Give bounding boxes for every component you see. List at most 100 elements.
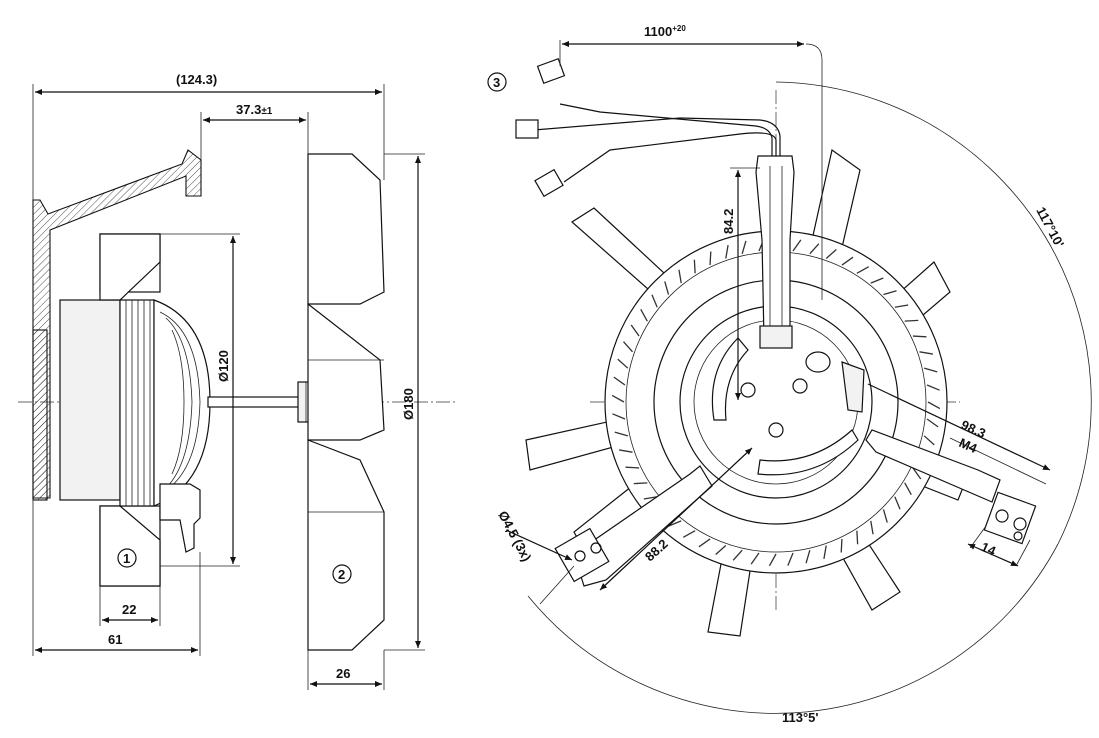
ring-slot — [912, 467, 922, 480]
label-angle-bottom: 113°5' — [782, 710, 819, 725]
ring-slot — [630, 324, 640, 337]
callout-cable-circle — [487, 72, 507, 92]
label-impeller-diameter: Ø180 — [401, 388, 416, 420]
dim-bracket-width — [967, 543, 1019, 567]
ring-slot — [725, 245, 729, 259]
front-view: 1100+20 3 84.2 117°10' 113°5' 98.3 M4 14… — [487, 24, 1092, 725]
ring-slot — [841, 256, 854, 266]
ring-slot — [611, 394, 625, 403]
ring-slot — [904, 319, 919, 322]
impeller-mid — [307, 302, 385, 441]
connector-2-icon — [515, 119, 539, 139]
dim-hole-diameter — [505, 529, 573, 561]
connector-1-icon — [536, 58, 566, 84]
screw-bottom-icon — [768, 422, 784, 438]
bracket-right-foot — [983, 491, 1037, 545]
ring-slot — [923, 435, 935, 446]
motor-winding-block — [119, 299, 155, 507]
ring-slot — [614, 431, 628, 437]
ring-slot — [805, 550, 811, 564]
ring-slot — [664, 281, 670, 295]
ring-slot — [823, 545, 827, 559]
ring-slot — [870, 520, 874, 535]
label-thread: M4 — [957, 435, 980, 456]
mounting-plate-lower — [32, 329, 48, 501]
ring-slot — [926, 384, 940, 391]
ring-slot — [651, 294, 658, 308]
label-motor-length: 61 — [108, 632, 122, 647]
motor-body-rear — [59, 299, 121, 501]
motor-lower-chamfer — [99, 505, 161, 587]
ring-slot — [894, 304, 909, 308]
ring-slot — [912, 335, 927, 338]
callout-motor: 1 — [123, 551, 130, 566]
ring-slot — [612, 413, 626, 420]
label-flange-width: 22 — [122, 602, 136, 617]
motor-cooling-ribs — [125, 300, 151, 506]
callout-impeller-circle — [332, 564, 352, 584]
label-cable-length: 1100+20 — [644, 24, 686, 39]
callout-motor-circle — [117, 548, 137, 568]
bracket-right — [865, 429, 1001, 503]
ring-slot — [787, 552, 794, 566]
ring-slot — [927, 401, 941, 410]
face-label-plate — [841, 361, 865, 413]
ring-slot — [623, 341, 634, 353]
ring-slot — [926, 418, 939, 428]
ring-slot — [768, 553, 777, 567]
ring-slot — [613, 376, 626, 386]
hole-right-2-icon — [1013, 517, 1027, 531]
face-hole-top — [805, 351, 831, 373]
hole-left-1-icon — [574, 550, 586, 562]
impeller-lower — [307, 439, 385, 651]
label-hub-offset: 37.3±1 — [236, 102, 273, 117]
arc-angle-right — [775, 81, 1092, 545]
ring-slot — [678, 269, 682, 284]
ring-slot — [617, 358, 629, 369]
arc-angle-bottom — [527, 543, 1059, 714]
label-angle-right: 117°10' — [1033, 204, 1067, 250]
hole-right-3-icon — [1013, 531, 1023, 541]
label-impeller-width: 26 — [336, 666, 350, 681]
cable-entry-block — [759, 325, 793, 349]
dim-arm-left — [599, 447, 753, 591]
ring-slot — [809, 243, 820, 255]
impeller-profile — [307, 153, 385, 305]
ring-slot — [856, 530, 859, 545]
ring-slot — [919, 351, 933, 355]
label-motor-diameter: Ø120 — [216, 350, 231, 382]
label-overall-length: (124.3) — [176, 72, 217, 87]
callout-impeller: 2 — [338, 567, 345, 582]
ring-slot — [924, 367, 938, 373]
hole-right-1-icon — [995, 509, 1009, 523]
ring-slot — [882, 509, 888, 523]
screw-left-icon — [740, 382, 756, 398]
ring-slot — [633, 482, 648, 485]
ring-slot — [883, 290, 897, 296]
face-slot-bottom — [757, 429, 859, 476]
dim-arm-right — [867, 383, 1051, 471]
label-center-to-clip: 84.2 — [721, 209, 736, 234]
ring-slot — [904, 482, 912, 496]
ring-slot — [792, 239, 802, 252]
mounting-plate — [32, 149, 202, 499]
connector-3-icon — [534, 168, 564, 198]
ring-slot — [693, 259, 696, 274]
label-bracket-width: 14 — [979, 539, 999, 559]
ring-slot — [709, 251, 712, 266]
lower-bracket — [159, 483, 201, 553]
ring-slot — [741, 240, 747, 254]
ring-slot — [640, 308, 648, 322]
ring-slot — [625, 466, 640, 469]
callout-cable: 3 — [493, 75, 500, 90]
motor-dome-ribs — [159, 311, 201, 495]
ring-slot — [870, 277, 884, 284]
label-hole-diameter: Ø4,5 (3x) — [495, 508, 534, 564]
ring-slot — [750, 552, 760, 565]
side-view: (124.3) 37.3±1 Ø120 Ø180 22 61 26 1 — [18, 72, 455, 690]
ring-slot — [856, 266, 870, 274]
ring-slot — [894, 496, 901, 510]
cable-harness — [515, 58, 781, 198]
ring-slot — [825, 249, 837, 260]
